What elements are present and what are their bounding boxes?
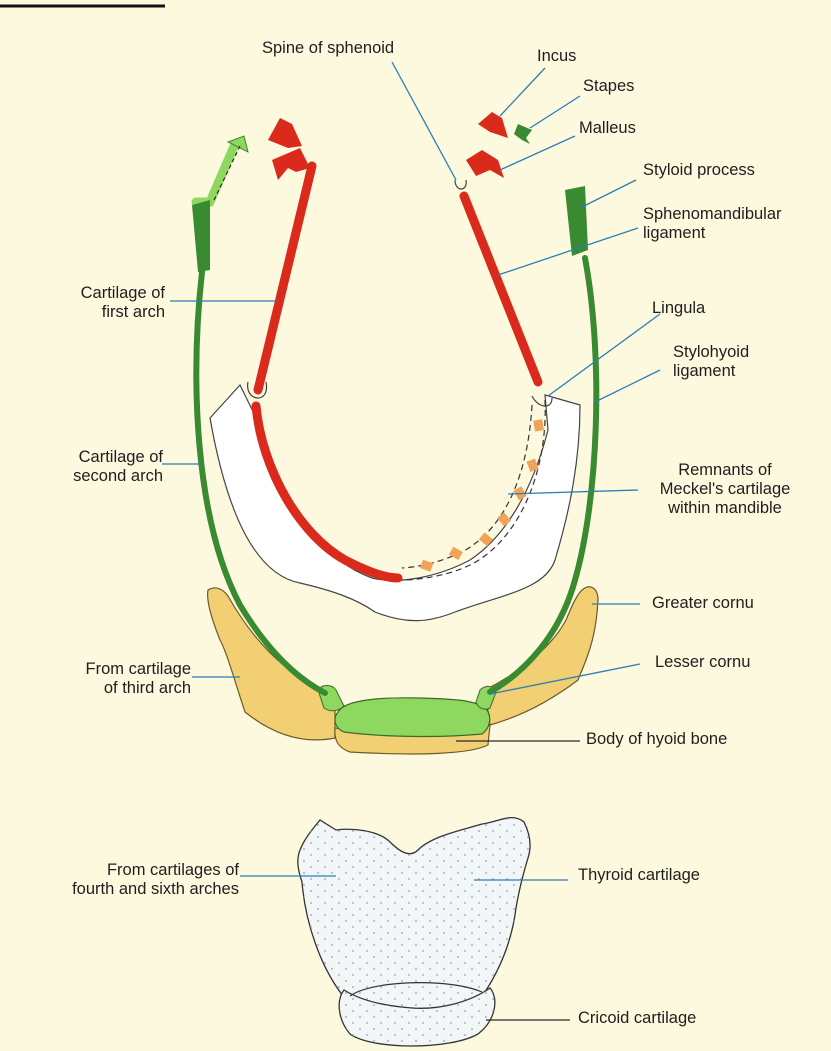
stapes-right [514,124,532,144]
label-fourth-sixth-line-1: From cartilages of [72,861,239,880]
leader-stapes [530,96,580,128]
label-incus: Incus [537,47,576,66]
label-sphenomandibular-line-1: Sphenomandibular [643,205,782,224]
mandible-outline [210,385,580,621]
thyroid-cartilage-dots [298,818,530,1014]
label-malleus: Malleus [579,119,636,138]
leader-sphenomandibular [498,228,638,275]
leader-lingula [548,314,660,396]
label-sphenomandibular-ligament: Sphenomandibular ligament [643,205,782,243]
hyoid-right-half [485,587,598,725]
label-cricoid-cartilage: Cricoid cartilage [578,1009,696,1028]
first-arch-right [464,196,538,382]
label-remnants-line-3: within mandible [640,499,810,518]
leader-stylohyoid [595,370,660,402]
leader-styloid-process [580,180,636,208]
hyoid-body-upper [335,698,490,737]
label-remnants-line-1: Remnants of [640,461,810,480]
label-second-arch-line-1: Cartilage of [73,448,163,467]
label-stapes: Stapes [583,77,634,96]
malleus-right [466,150,504,178]
label-second-arch-line-2: second arch [73,467,163,486]
label-thyroid-cartilage: Thyroid cartilage [578,866,700,885]
label-from-third-arch: From cartilage of third arch [86,660,191,698]
label-body-of-hyoid: Body of hyoid bone [586,730,727,749]
incus-left [268,118,302,148]
label-stylohyoid-line-1: Stylohyoid [673,343,749,362]
label-spine-of-sphenoid: Spine of sphenoid [262,39,394,58]
label-stylohyoid-ligament: Stylohyoid ligament [673,343,749,381]
label-greater-cornu: Greater cornu [652,594,754,613]
incus-right [478,112,508,138]
leader-spine-of-sphenoid [392,62,456,180]
label-cartilage-second-arch: Cartilage of second arch [73,448,163,486]
label-remnants-meckel: Remnants of Meckel's cartilage within ma… [640,461,810,518]
label-cartilage-first-arch: Cartilage of first arch [81,284,165,322]
second-arch-left-light [196,144,235,202]
hyoid-left-half [208,588,335,740]
first-arch-left-upper [258,166,312,390]
label-stylohyoid-line-2: ligament [673,362,749,381]
leader-malleus [500,136,575,170]
label-fourth-sixth-line-2: fourth and sixth arches [72,880,239,899]
malleus-left [272,148,310,180]
label-sphenomandibular-line-2: ligament [643,224,782,243]
leader-incus [500,68,545,116]
label-lesser-cornu: Lesser cornu [655,653,750,672]
label-third-arch-line-2: of third arch [86,679,191,698]
label-lingula: Lingula [652,299,705,318]
label-from-fourth-sixth: From cartilages of fourth and sixth arch… [72,861,239,899]
label-first-arch-line-2: first arch [81,303,165,322]
label-remnants-line-2: Meckel's cartilage [640,480,810,499]
label-styloid-process: Styloid process [643,161,755,180]
label-first-arch-line-1: Cartilage of [81,284,165,303]
second-arch-left-upper [192,200,210,272]
label-third-arch-line-1: From cartilage [86,660,191,679]
spine-of-sphenoid-shape [455,180,466,189]
